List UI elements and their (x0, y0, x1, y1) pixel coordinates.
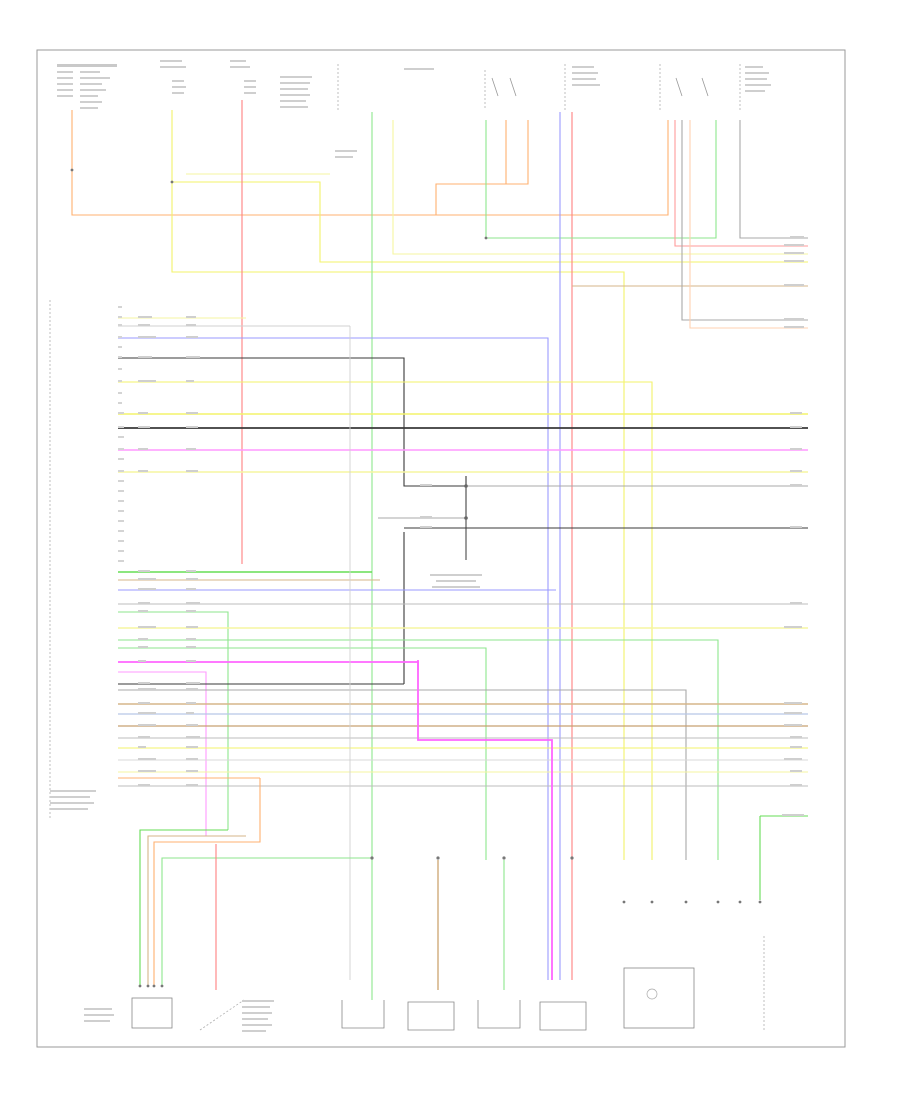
harness-line (378, 484, 467, 519)
harness-line (118, 661, 419, 670)
wire-orange-top (71, 110, 529, 216)
terminal-dots (70, 168, 762, 988)
wire-peach-right (689, 120, 808, 329)
wire-green-bl2 (161, 857, 372, 986)
ground-splice (430, 484, 482, 588)
wire-yellow-top3 (392, 120, 808, 255)
harness-line (118, 337, 549, 980)
wire-pink-right (674, 120, 808, 247)
component-connector-1 (341, 1000, 385, 1029)
wire-tan-bl (147, 835, 246, 986)
top-right-relay-labels (572, 66, 771, 92)
wire-orange-bl (153, 778, 261, 986)
diagram-frame (36, 49, 846, 1048)
component-connector-2 (407, 1001, 455, 1031)
left-pin-numbers (118, 306, 124, 562)
bottom-components (84, 936, 765, 1032)
wire-green-top2 (485, 120, 717, 239)
component-cluster (623, 967, 695, 1029)
switch-outlines (337, 64, 741, 110)
component-connector-4 (539, 1001, 587, 1031)
harness-line (118, 639, 719, 860)
wire-orange-branch2 (436, 120, 669, 216)
top-wires (71, 100, 808, 1000)
harness-line (118, 357, 467, 487)
bottom-left-wires (139, 778, 808, 990)
wire-yellow-top2 (172, 181, 808, 263)
top-left-fuse-labels (57, 64, 117, 109)
left-module-block (49, 300, 96, 820)
harness-line (118, 647, 487, 860)
wire-yellow-top (171, 110, 625, 860)
harness-lines (118, 317, 808, 980)
harness-line (118, 671, 207, 836)
harness-line (118, 381, 653, 860)
wire-grey-right1 (739, 120, 808, 239)
harness-line (118, 611, 229, 830)
component-left (131, 997, 173, 1029)
harness-line (118, 689, 687, 860)
wire-green-bl (139, 829, 228, 986)
wire-pink-vertical (417, 660, 553, 980)
component-connector-3 (477, 1000, 521, 1029)
top-fuse-labels-2 (160, 60, 434, 158)
wire-grey-right2 (681, 120, 808, 321)
wire-label-marks (138, 236, 804, 816)
